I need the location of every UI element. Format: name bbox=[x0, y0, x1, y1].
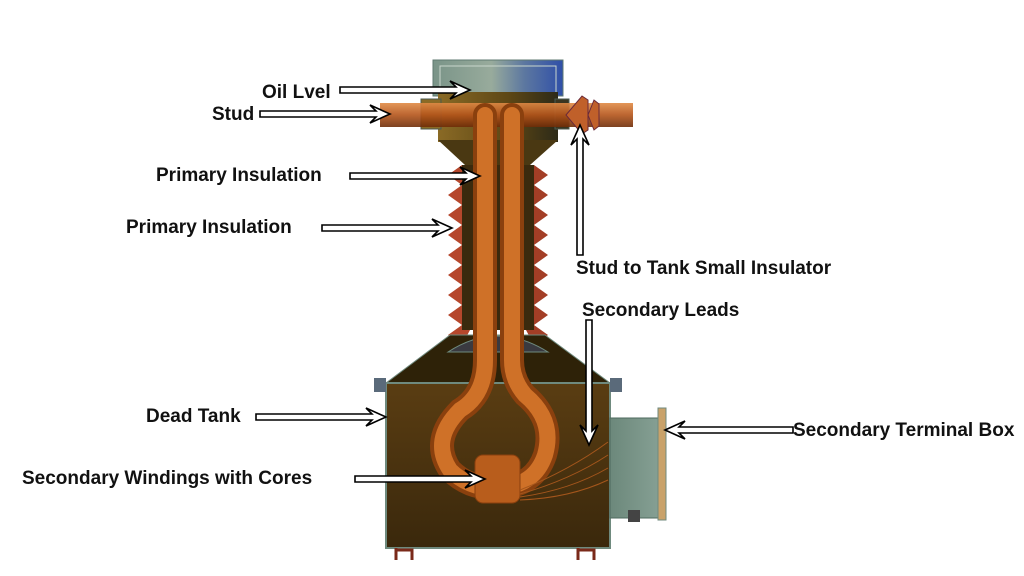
label-secondary-windings: Secondary Windings with Cores bbox=[22, 468, 313, 489]
primary-insulation-sheds bbox=[448, 165, 548, 345]
secondary-leads bbox=[519, 441, 609, 501]
stud-to-tank-insulator bbox=[565, 95, 600, 135]
label-primary-insulation-1: Primary Insulation bbox=[156, 165, 322, 186]
callout-arrow bbox=[579, 319, 599, 447]
callout-arrow bbox=[354, 469, 487, 489]
label-secondary-terminal-box: Secondary Terminal Box bbox=[793, 420, 1015, 441]
secondary-terminal-box bbox=[609, 407, 667, 522]
callout-arrow bbox=[570, 123, 590, 256]
callout-arrow bbox=[321, 218, 454, 238]
callout-arrow bbox=[663, 420, 794, 440]
callout-arrow bbox=[349, 166, 482, 186]
label-stud-insulator: Stud to Tank Small Insulator bbox=[576, 258, 832, 279]
label-primary-insulation-2: Primary Insulation bbox=[126, 217, 292, 238]
callout-arrow bbox=[339, 80, 472, 100]
callout-arrows bbox=[255, 80, 794, 489]
label-dead-tank: Dead Tank bbox=[146, 406, 241, 427]
callout-arrow bbox=[255, 407, 388, 427]
label-oil-level: Oil Lvel bbox=[262, 82, 331, 103]
label-secondary-leads: Secondary Leads bbox=[582, 300, 740, 321]
callout-arrow bbox=[259, 104, 392, 124]
label-stud: Stud bbox=[212, 104, 255, 125]
